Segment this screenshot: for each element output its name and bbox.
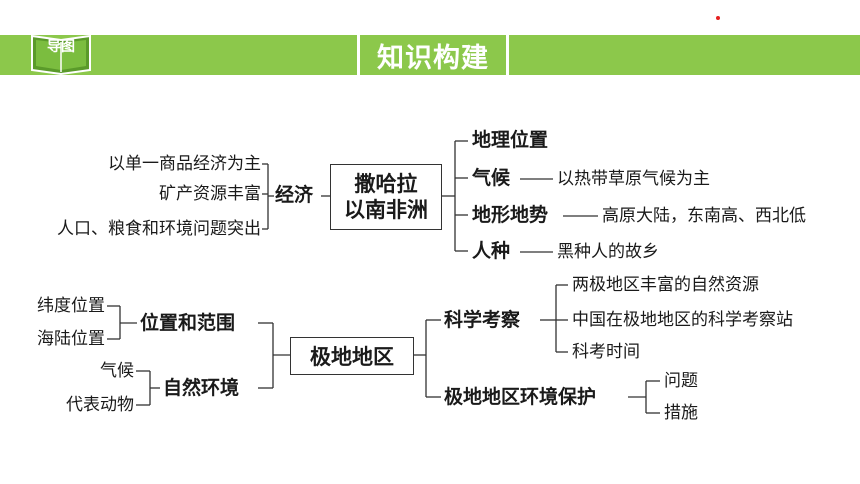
center-node-line2: 以南非洲 — [344, 198, 428, 222]
book-icon — [31, 34, 91, 76]
climate-detail: 以热带草原气候为主 — [557, 169, 710, 189]
position-item-latitude: 纬度位置 — [37, 296, 105, 316]
protection-item-measures: 措施 — [664, 403, 698, 423]
branch-terrain: 地形地势 — [472, 204, 549, 226]
branch-position-range: 位置和范围 — [140, 312, 236, 334]
protection-item-problems: 问题 — [664, 371, 698, 391]
race-detail: 黑种人的故乡 — [557, 242, 659, 262]
center-node-africa: 撒哈拉 以南非洲 — [330, 164, 442, 230]
science-item-resources: 两极地区丰富的自然资源 — [572, 275, 759, 295]
economy-item-3: 人口、粮食和环境问题突出 — [57, 219, 261, 239]
red-dot — [716, 16, 720, 20]
position-item-land-sea: 海陆位置 — [37, 329, 105, 349]
branch-location: 地理位置 — [472, 129, 549, 151]
branch-science-expedition: 科学考察 — [444, 309, 521, 331]
center-node-polar: 极地地区 — [290, 337, 414, 375]
nature-item-climate: 气候 — [100, 361, 134, 381]
branch-natural-env: 自然环境 — [163, 377, 240, 399]
terrain-detail: 高原大陆，东南高、西北低 — [602, 206, 806, 226]
science-item-stations: 中国在极地地区的科学考察站 — [572, 310, 793, 330]
nature-item-animals: 代表动物 — [66, 395, 134, 415]
center-node-line1: 撒哈拉 — [354, 171, 418, 196]
branch-climate: 气候 — [472, 167, 511, 189]
branch-race: 人种 — [472, 240, 511, 262]
science-item-time: 科考时间 — [572, 342, 640, 362]
branch-economy: 经济 — [275, 184, 314, 206]
guide-tag: 导图 — [47, 39, 75, 55]
branch-env-protection: 极地地区环境保护 — [444, 386, 597, 408]
economy-item-1: 以单一商品经济为主 — [108, 154, 261, 174]
economy-item-2: 矿产资源丰富 — [159, 184, 261, 204]
page-title: 知识构建 — [357, 35, 509, 75]
